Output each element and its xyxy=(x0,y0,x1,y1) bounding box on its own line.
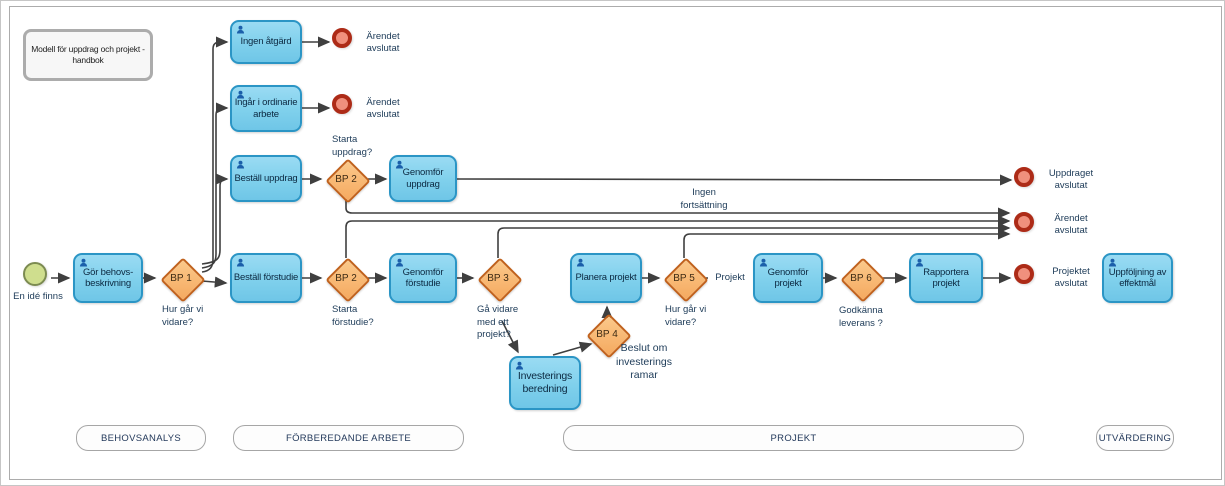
flow-label-starta-forstudie: Starta förstudie? xyxy=(332,304,374,328)
task-label: Uppföljning av effektmål xyxy=(1108,266,1167,290)
group-utvardering[interactable]: UTVÄRDERING xyxy=(1096,425,1174,451)
user-task-icon xyxy=(236,160,245,169)
task-label: Genomför förstudie xyxy=(402,266,444,290)
user-task-icon xyxy=(395,258,404,267)
task-label: Planera projekt xyxy=(575,272,637,284)
end-event-label: Uppdraget avslutat xyxy=(1048,168,1094,191)
gateway-bp4[interactable]: BP 4 xyxy=(585,313,632,359)
task-planera-projekt[interactable]: Planera projekt xyxy=(570,253,642,303)
flow-label-ingen-fortsattning: Ingen fortsättning xyxy=(680,187,728,211)
flow-label-beslut-om-investeringsramar: Beslut om investerings ramar xyxy=(615,342,673,381)
user-task-icon xyxy=(1108,258,1117,267)
user-task-icon xyxy=(236,258,245,267)
gateway-label: BP 2 xyxy=(335,173,357,185)
task-label: Ingår i ordinarie arbete xyxy=(234,97,298,120)
gateway-label: BP 4 xyxy=(596,328,618,340)
task-bestall-forstudie[interactable]: Beställ förstudie xyxy=(230,253,302,303)
flow-label-hur-gar-vi-vidare-2: Hur går vi vidare? xyxy=(665,304,707,328)
group-label: UTVÄRDERING xyxy=(1098,432,1172,444)
flow-label-ga-vidare-med-ett-projekt: Gå vidare med ett projekt? xyxy=(477,304,519,340)
gateway-bp6[interactable]: BP 6 xyxy=(839,257,886,303)
gateway-label: BP 6 xyxy=(850,272,872,284)
gateway-bp1[interactable]: BP 1 xyxy=(159,257,206,303)
gateway-bp2-forstudie[interactable]: BP 2 xyxy=(324,257,371,303)
task-genomfor-forstudie[interactable]: Genomför förstudie xyxy=(389,253,457,303)
task-genomfor-projekt[interactable]: Genomför projekt xyxy=(753,253,823,303)
gateway-bp3[interactable]: BP 3 xyxy=(476,257,523,303)
end-event-arendet-avslutat-1[interactable] xyxy=(332,28,352,48)
user-task-icon xyxy=(515,361,524,370)
task-label: Rapportera projekt xyxy=(923,266,969,290)
task-label: Ingen åtgärd xyxy=(240,36,292,48)
diagram-pool-frame xyxy=(9,6,1222,480)
user-task-icon xyxy=(915,258,924,267)
task-label: Beställ uppdrag xyxy=(234,172,298,184)
user-task-icon xyxy=(759,258,768,267)
gateway-label: BP 5 xyxy=(673,272,695,284)
flow-label-projekt: Projekt xyxy=(708,272,752,285)
task-label: Gör behovs- beskrivning xyxy=(82,266,134,290)
task-label: Genomför uppdrag xyxy=(402,167,444,190)
end-event-projektet-avslutat[interactable] xyxy=(1014,264,1034,284)
task-label: Beställ förstudie xyxy=(233,272,299,284)
group-projekt[interactable]: PROJEKT xyxy=(563,425,1024,451)
gateway-label: BP 1 xyxy=(170,272,192,284)
task-rapportera-projekt[interactable]: Rapportera projekt xyxy=(909,253,983,303)
task-label: Genomför projekt xyxy=(767,266,809,290)
end-event-uppdraget-avslutat[interactable] xyxy=(1014,167,1034,187)
diagram-note[interactable]: Modell för uppdrag och projekt - handbok xyxy=(23,29,153,81)
gateway-bp5[interactable]: BP 5 xyxy=(662,257,709,303)
group-label: BEHOVSANALYS xyxy=(101,432,181,444)
end-event-label: Ärendet avslutat xyxy=(366,31,400,54)
task-uppfoljning-effektmal[interactable]: Uppföljning av effektmål xyxy=(1102,253,1173,303)
group-forberedande-arbete[interactable]: FÖRBEREDANDE ARBETE xyxy=(233,425,464,451)
group-label: FÖRBEREDANDE ARBETE xyxy=(285,432,411,444)
group-behovsanalys[interactable]: BEHOVSANALYS xyxy=(76,425,206,451)
task-genomfor-uppdrag[interactable]: Genomför uppdrag xyxy=(389,155,457,202)
gateway-label: BP 3 xyxy=(487,272,509,284)
gateway-label: BP 2 xyxy=(335,272,357,284)
gateway-bp2-uppdrag[interactable]: BP 2 xyxy=(324,158,371,204)
end-event-arendet-avslutat-3[interactable] xyxy=(1014,212,1034,232)
task-investeringsberedning[interactable]: Investerings beredning xyxy=(509,356,581,410)
task-ingar-i-ordinarie-arbete[interactable]: Ingår i ordinarie arbete xyxy=(230,85,302,132)
start-event[interactable] xyxy=(23,262,47,286)
user-task-icon xyxy=(236,90,245,99)
start-event-label: En idé finns xyxy=(13,291,63,302)
flow-label-starta-uppdrag: Starta uppdrag? xyxy=(332,134,373,158)
group-label: PROJEKT xyxy=(770,432,817,444)
task-gor-behovsbeskrivning[interactable]: Gör behovs- beskrivning xyxy=(73,253,143,303)
end-event-arendet-avslutat-2[interactable] xyxy=(332,94,352,114)
end-event-label: Ärendet avslutat xyxy=(1054,213,1088,236)
task-ingen-atgard[interactable]: Ingen åtgärd xyxy=(230,20,302,64)
user-task-icon xyxy=(576,258,585,267)
end-event-label: Ärendet avslutat xyxy=(366,97,400,120)
flow-label-hur-gar-vi-vidare-1: Hur går vi vidare? xyxy=(162,304,204,328)
user-task-icon xyxy=(236,25,245,34)
task-label: Investerings beredning xyxy=(517,370,573,395)
user-task-icon xyxy=(79,258,88,267)
task-bestall-uppdrag[interactable]: Beställ uppdrag xyxy=(230,155,302,202)
flow-label-godkanna-leverans: Godkänna leverans ? xyxy=(839,305,883,329)
user-task-icon xyxy=(395,160,404,169)
end-event-label: Projektet avslutat xyxy=(1052,266,1090,289)
